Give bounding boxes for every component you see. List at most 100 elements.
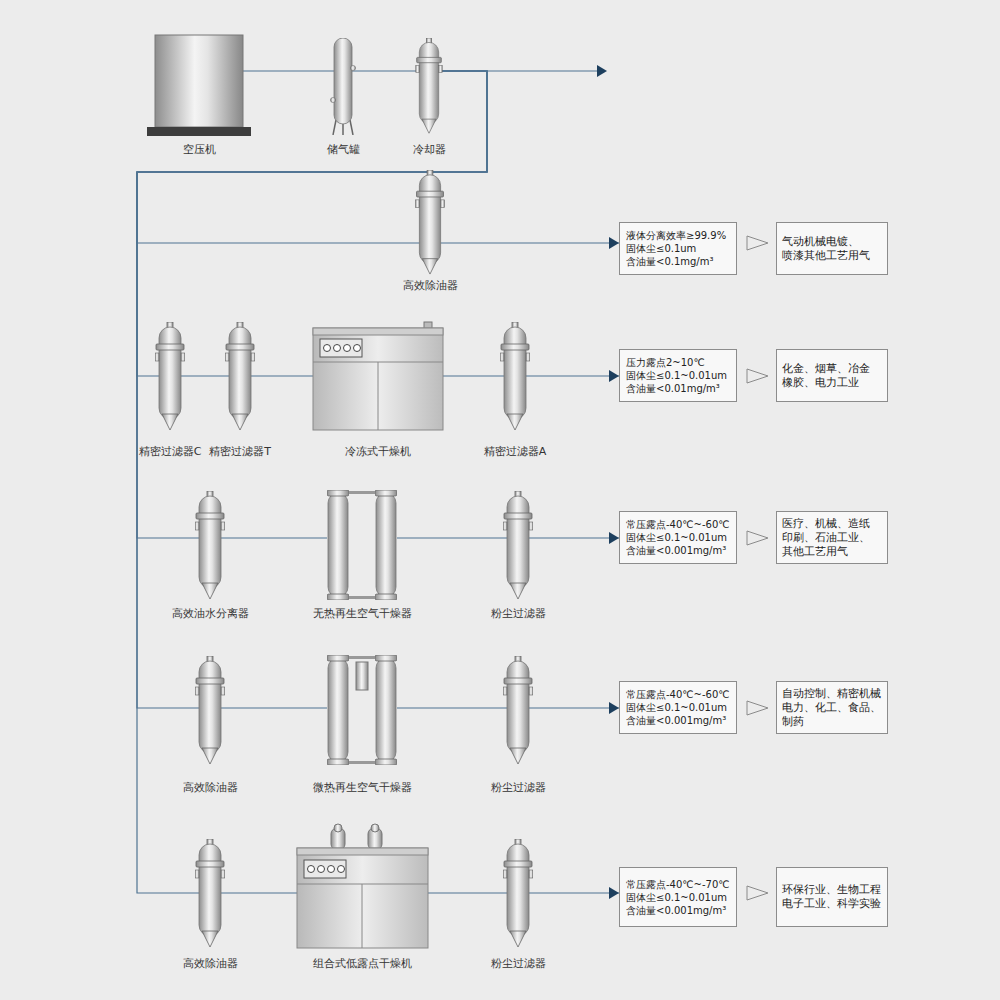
- tower-cap: [334, 824, 342, 832]
- gauge: [344, 345, 351, 352]
- oil-remover-drawing: [195, 656, 225, 764]
- application-box: 自动控制、精密机械 电力、化工、食品、 制药: [776, 681, 888, 734]
- filter-drawing: [225, 322, 255, 430]
- equipment-label: 高效除油器: [183, 957, 238, 970]
- precision-filter: 精密过滤器A: [504, 322, 526, 432]
- pipe-line: [221, 707, 327, 708]
- pipe-line: [137, 71, 487, 893]
- spec-box: 常压露点-40℃~-70℃固体尘≤0.1~0.01um含油量<0.001mg/m…: [619, 867, 737, 927]
- air-compressor-drawing: [147, 35, 251, 136]
- application-box: 气动机械电镀、 喷漆其他工艺用气: [776, 222, 888, 275]
- gauge: [318, 866, 325, 873]
- pipe-line: [352, 70, 419, 71]
- dust-filter: 粉尘过滤器: [507, 491, 529, 601]
- hollow-arrow: [747, 701, 768, 715]
- pipe-line: [137, 71, 487, 708]
- pipe-line: [443, 375, 504, 376]
- cooler: 冷却器: [419, 38, 439, 135]
- combined-dryer-drawing: [297, 824, 428, 948]
- oil-remover: 高效除油器: [420, 170, 441, 276]
- application-text: 医疗、机械、造纸 印刷、石油工业、 其他工艺用气: [782, 517, 882, 559]
- precision-filter: 精密过滤器T: [229, 322, 251, 432]
- equipment-label: 储气罐: [327, 143, 360, 156]
- pipe-line: [441, 242, 620, 243]
- dust-filter-drawing: [503, 839, 533, 947]
- gauge: [328, 866, 335, 873]
- gauge: [354, 345, 361, 352]
- heated-dryer: 微热再生空气干燥器: [327, 655, 397, 765]
- spec-line: 固体尘≤0.1~0.01um: [626, 531, 730, 544]
- pipe-line: [243, 70, 334, 71]
- pipe-line: [221, 537, 327, 538]
- spec-line: 常压露点-40℃~-60℃: [626, 688, 730, 701]
- dust-filter-drawing: [503, 656, 533, 764]
- equipment-label: 空压机: [183, 143, 216, 156]
- pipe-line: [529, 537, 619, 538]
- application-text: 环保行业、生物工程 电子工业、科学实验: [782, 883, 882, 911]
- application-box: 环保行业、生物工程 电子工业、科学实验: [776, 867, 888, 927]
- hollow-arrow: [747, 531, 768, 545]
- compressor-base: [147, 127, 251, 136]
- dryer-cabinet: [297, 848, 428, 948]
- equipment-label: 微热再生空气干燥器: [313, 781, 412, 794]
- dust-filter-drawing: [503, 491, 533, 599]
- application-box: 化金、烟草、冶金 橡胶、电力工业: [776, 349, 888, 402]
- application-text: 自动控制、精密机械 电力、化工、食品、 制药: [782, 687, 882, 729]
- refrigerated-dryer: 冷冻式干燥机: [313, 328, 443, 430]
- spec-line: 常压露点-40℃~-60℃: [626, 518, 730, 531]
- refrigerated-dryer-drawing: [313, 322, 443, 430]
- equipment-label: 粉尘过滤器: [491, 781, 546, 794]
- air-tank: 储气罐: [334, 38, 352, 124]
- heatless-dryer: 无热再生空气干燥器: [327, 490, 397, 600]
- gauge: [338, 866, 345, 873]
- equipment-label: 冷冻式干燥机: [345, 445, 411, 458]
- gauge: [308, 866, 315, 873]
- oil-remover-drawing: [195, 839, 225, 947]
- pipe-line: [181, 375, 229, 376]
- equipment-label: 高效除油器: [183, 781, 238, 794]
- tower-cap: [371, 824, 379, 832]
- application-box: 医疗、机械、造纸 印刷、石油工业、 其他工艺用气: [776, 511, 888, 564]
- hollow-arrow: [747, 886, 768, 900]
- filter-drawing: [155, 322, 185, 430]
- spec-box: 常压露点-40℃~-60℃固体尘≤0.1~0.01um含油量<0.001mg/m…: [619, 681, 737, 734]
- dust-filter: 粉尘过滤器: [507, 839, 529, 949]
- equipment-label: 精密过滤器A: [484, 445, 547, 458]
- pipe-line: [397, 537, 507, 538]
- precision-filter: 精密过滤器C: [159, 322, 181, 432]
- dryer-tower: [327, 655, 349, 765]
- dust-filter: 粉尘过滤器: [507, 656, 529, 766]
- pipe-line: [529, 892, 619, 893]
- oil-remover: 高效除油器: [199, 656, 221, 766]
- pipe-line: [529, 707, 619, 708]
- pipe-line: [137, 71, 487, 538]
- spec-line: 固体尘≤0.1~0.01um: [626, 891, 730, 904]
- equipment-label: 粉尘过滤器: [491, 957, 546, 970]
- spec-line: 常压露点-40℃~-70℃: [626, 878, 730, 891]
- outlet-arrowhead: [597, 65, 607, 77]
- cooler-drawing: [416, 38, 442, 133]
- equipment-label: 精密过滤器C: [139, 445, 202, 458]
- heater: [356, 662, 368, 690]
- gauge: [324, 345, 331, 352]
- equipment-label: 高效油水分离器: [172, 607, 249, 620]
- spec-line: 固体尘≤0.1~0.01um: [626, 369, 730, 382]
- dryer-top: [297, 848, 428, 855]
- compressor-body: [155, 35, 243, 127]
- separator-drawing: [195, 491, 225, 599]
- dryer-panel: [320, 339, 362, 357]
- gauge: [334, 345, 341, 352]
- dryer-top: [313, 328, 443, 335]
- spec-line: 含油量<0.01mg/m³: [626, 382, 730, 395]
- spec-line: 含油量<0.001mg/m³: [626, 544, 730, 557]
- dryer-panel: [304, 860, 346, 878]
- spec-line: 压力露点2~10℃: [626, 356, 730, 369]
- equipment-label: 粉尘过滤器: [491, 607, 546, 620]
- equipment-label: 精密过滤器T: [209, 445, 271, 458]
- spec-box: 压力露点2~10℃固体尘≤0.1~0.01um含油量<0.01mg/m³: [619, 349, 737, 402]
- filter-drawing: [500, 322, 530, 430]
- spec-box: 常压露点-40℃~-60℃固体尘≤0.1~0.01um含油量<0.001mg/m…: [619, 511, 737, 564]
